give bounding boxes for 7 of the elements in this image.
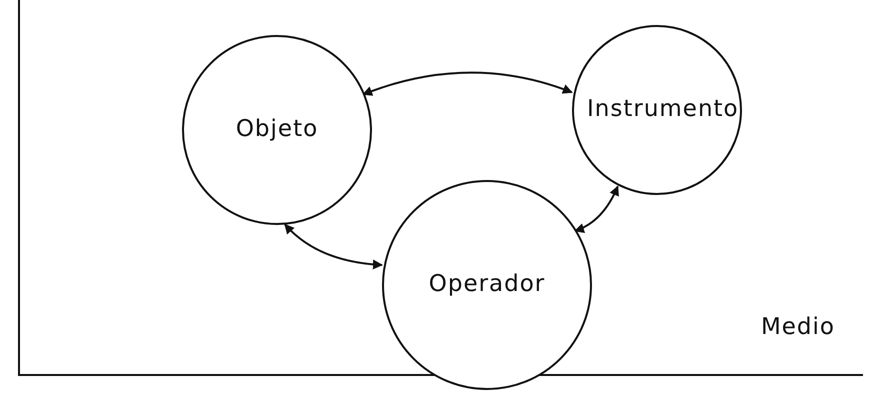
frame-label: Medio	[760, 314, 835, 340]
node-label: Instrumento	[587, 96, 739, 122]
node-label: Operador	[428, 271, 546, 298]
double-arrow	[284, 224, 383, 270]
node-label: Objeto	[236, 116, 318, 142]
double-arrow	[362, 72, 573, 96]
double-arrow	[574, 185, 619, 233]
